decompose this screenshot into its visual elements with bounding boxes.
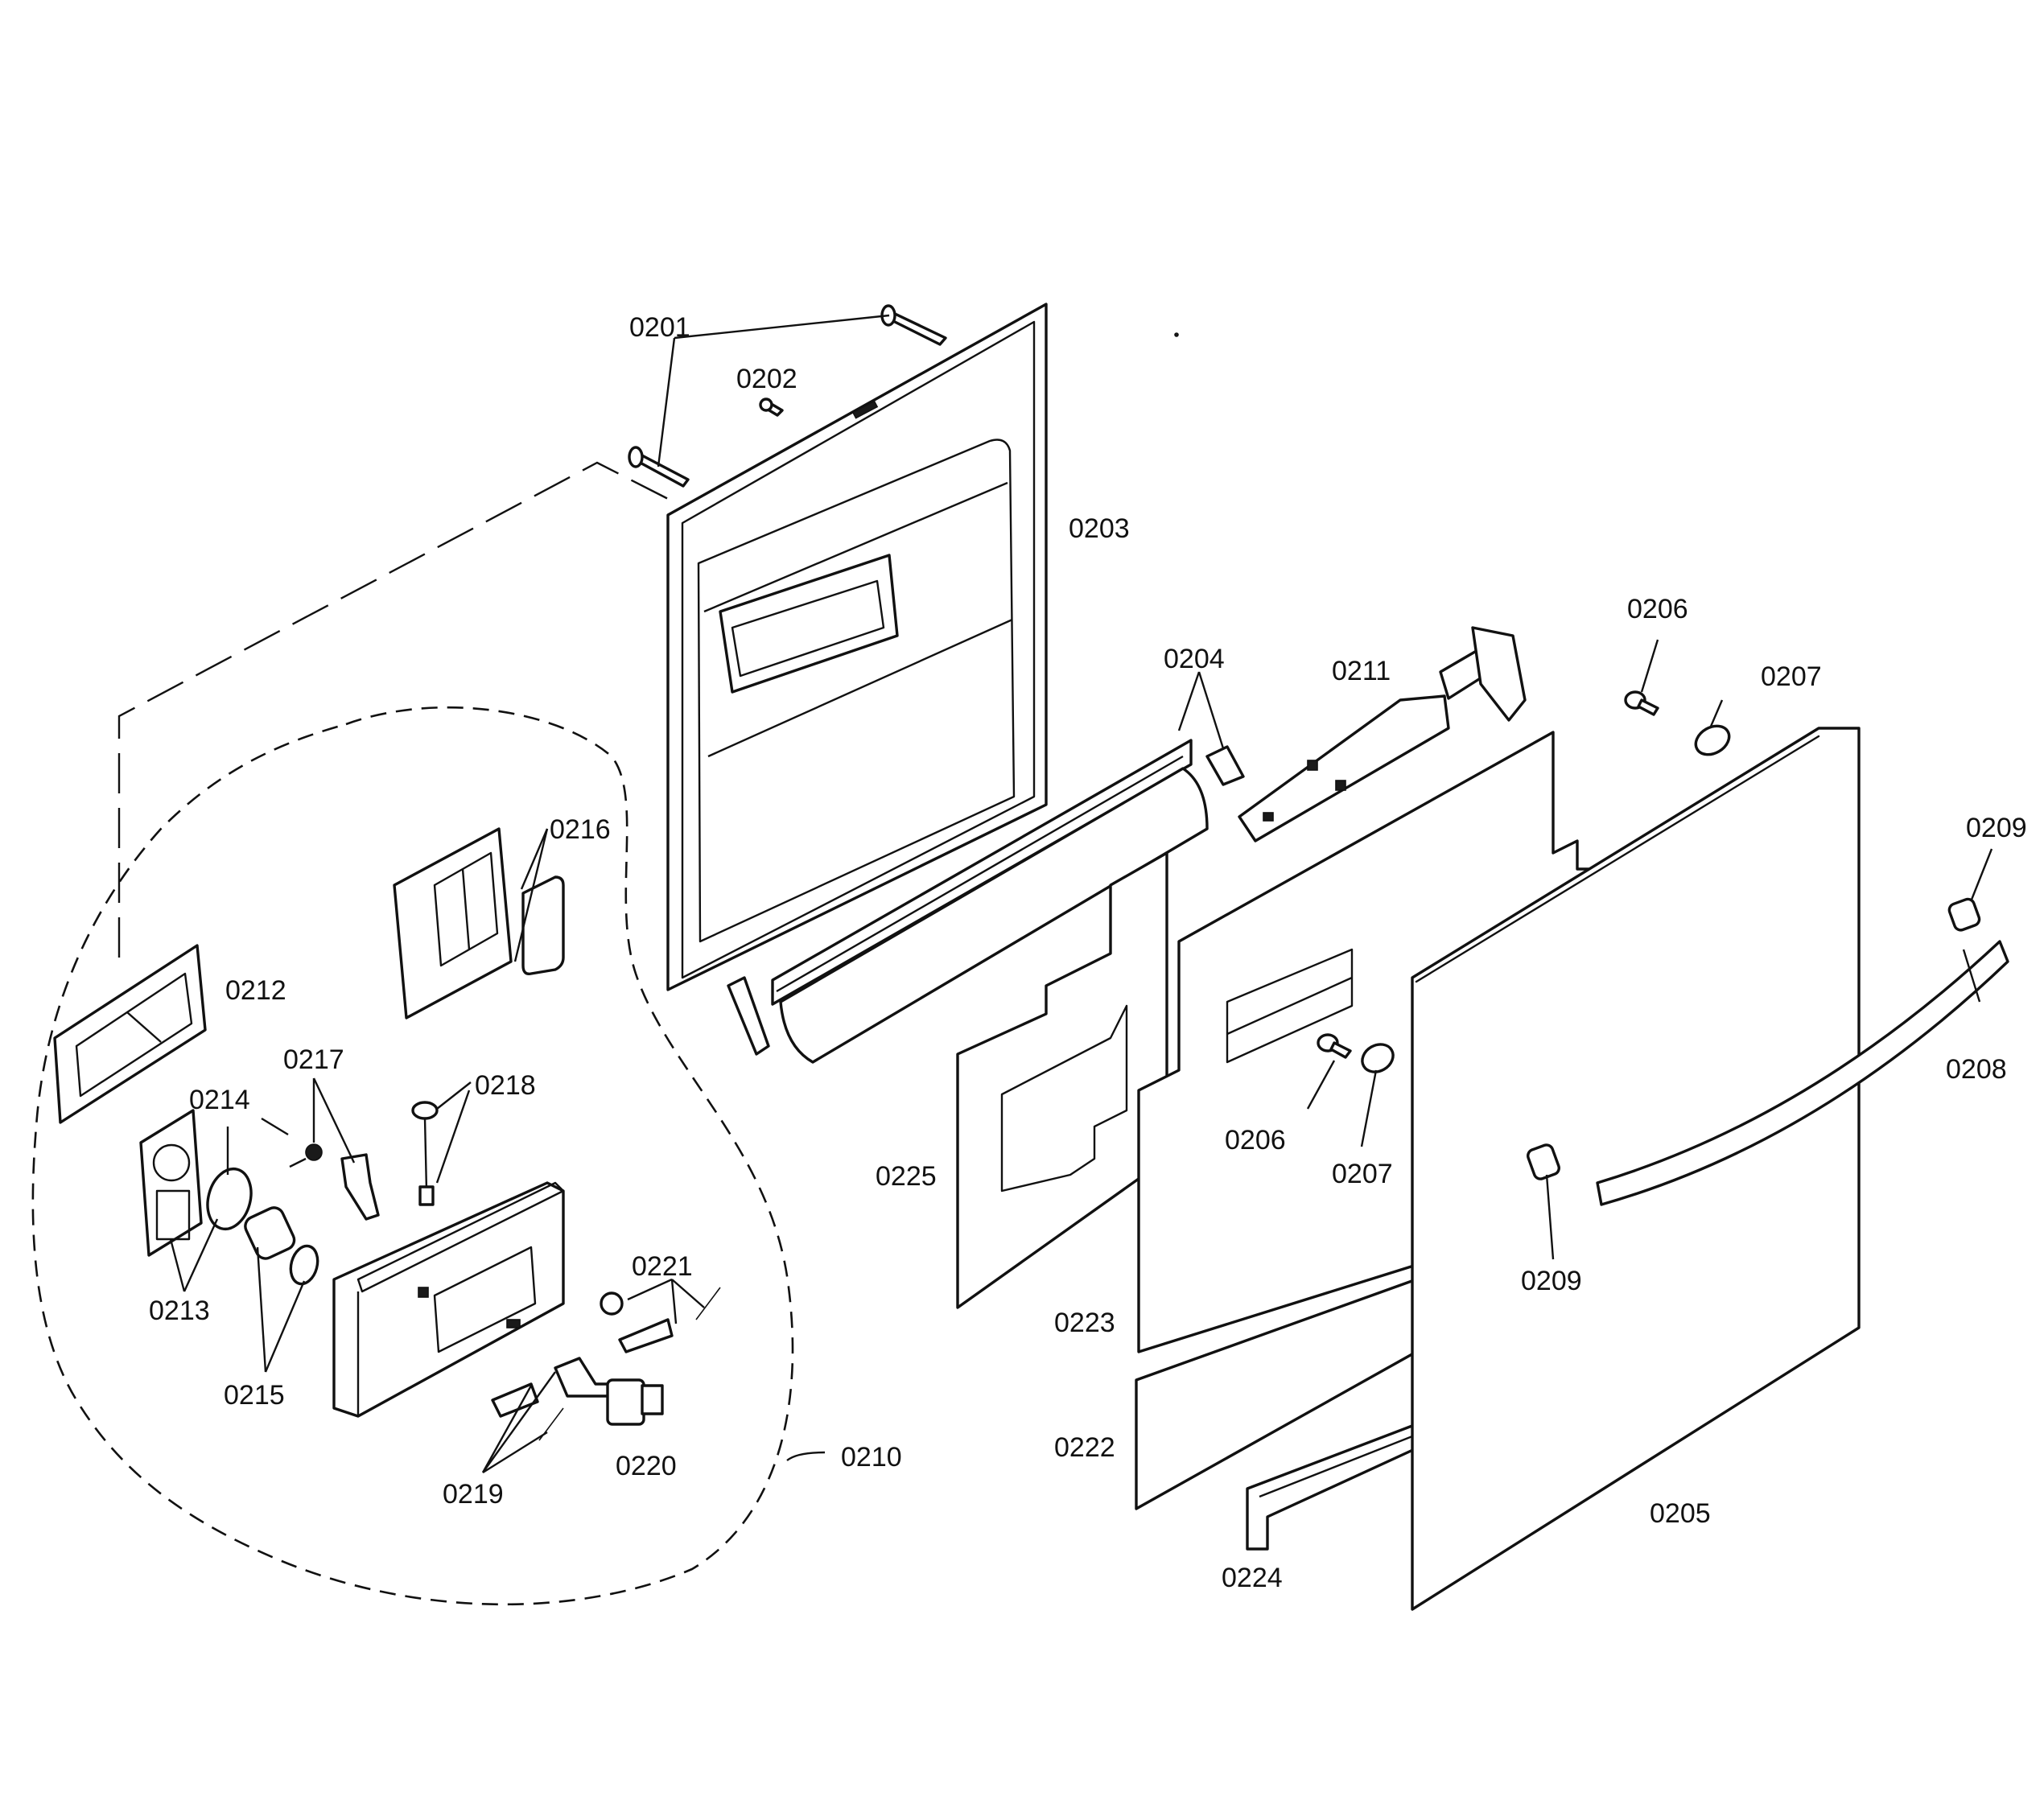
callout-0206-upper: 0206 [1627, 594, 1688, 624]
door-foam-spacer [956, 851, 1168, 1309]
callout-0202: 0202 [736, 364, 797, 394]
callout-0211: 0211 [1332, 656, 1391, 686]
handle-end-cap-upper [1947, 897, 1981, 932]
toe-kick-plate [1246, 1423, 1418, 1551]
callout-0207-lower: 0207 [1332, 1159, 1393, 1189]
rinse-cap [139, 1109, 203, 1257]
callout-0224: 0224 [1222, 1563, 1283, 1593]
rinse-plug [244, 1206, 296, 1260]
plunger-0218 [411, 1101, 439, 1206]
screw-0206-lower [1317, 1033, 1352, 1059]
stray-dot [1174, 332, 1179, 337]
callout-0208: 0208 [1946, 1054, 2007, 1085]
spring-0221 [695, 1287, 721, 1320]
callout-0219: 0219 [443, 1479, 504, 1510]
o-ring-0214 [206, 1167, 253, 1231]
ball-0221 [600, 1291, 624, 1316]
callout-0213: 0213 [149, 1296, 210, 1326]
gasket-frame [53, 944, 207, 1124]
callout-0218: 0218 [475, 1070, 536, 1101]
callout-labels: 0201 0202 0203 0204 0211 0206 0207 0209 … [149, 312, 2027, 1593]
callout-0209-lower: 0209 [1521, 1266, 1582, 1296]
callout-0212: 0212 [225, 975, 286, 1006]
latch-lever-0221 [618, 1318, 674, 1353]
callout-0216: 0216 [550, 814, 611, 845]
callout-0221: 0221 [632, 1251, 693, 1282]
handle-end-cap-lower [1527, 1143, 1560, 1180]
leader-lines [126, 314, 1993, 1474]
detergent-lid [393, 827, 513, 1020]
callout-0206-lower: 0206 [1225, 1125, 1286, 1155]
slider-0219 [554, 1357, 613, 1398]
screw-0201-lower [628, 446, 690, 488]
dispenser-housing [332, 1181, 565, 1418]
door-seal-strip [771, 739, 1209, 1064]
callout-0204: 0204 [1164, 644, 1225, 674]
door-panel-dashed-link [117, 461, 677, 958]
solenoid-0220 [606, 1378, 664, 1426]
inner-door-panel [666, 303, 1048, 991]
screw-0206-upper [1624, 690, 1659, 716]
callout-0222: 0222 [1054, 1432, 1115, 1463]
callout-0210: 0210 [841, 1442, 902, 1473]
seal-clip [727, 976, 770, 1056]
seal-end-cap [1205, 745, 1245, 786]
lever-0217 [340, 1153, 380, 1221]
callout-0203: 0203 [1069, 513, 1130, 544]
screw-0201-upper [880, 304, 947, 346]
callout-0225: 0225 [876, 1161, 937, 1192]
screw-0202 [759, 398, 784, 417]
washer-0207-upper [1694, 724, 1731, 756]
callout-0223: 0223 [1054, 1308, 1115, 1338]
callout-0205: 0205 [1650, 1498, 1711, 1529]
lid-label [521, 875, 565, 975]
callout-0217: 0217 [283, 1044, 344, 1075]
washer-0207-lower [1361, 1043, 1395, 1073]
callout-0214: 0214 [189, 1085, 250, 1115]
callout-0207-upper: 0207 [1761, 661, 1822, 692]
callout-0220: 0220 [616, 1451, 677, 1481]
spring-0217 [289, 1143, 323, 1168]
callout-0215: 0215 [224, 1380, 285, 1411]
door-handle [1596, 940, 2009, 1206]
outer-door-panel [1411, 727, 1861, 1611]
o-ring-0215 [289, 1244, 319, 1286]
callout-0209-upper: 0209 [1966, 813, 2027, 843]
hinge-bracket [1238, 626, 1527, 842]
clip-0219 [491, 1382, 539, 1418]
callout-0201: 0201 [629, 312, 690, 343]
